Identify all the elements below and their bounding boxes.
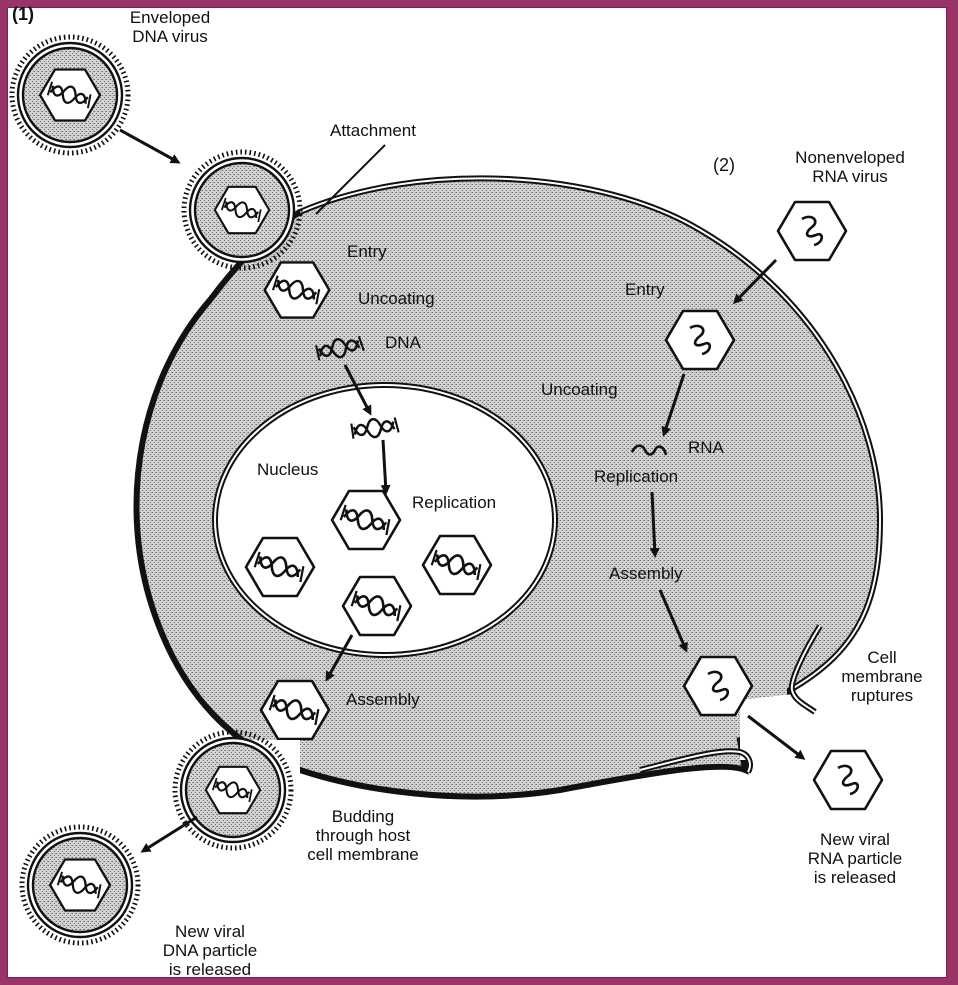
enveloped-dna-virus (12, 37, 128, 153)
arrow-to-assembly (325, 634, 354, 682)
dna-uncoating-label: Uncoating (358, 289, 435, 308)
arrow-rna-assembly (658, 589, 688, 653)
arrow-dna-to-nucleus (343, 364, 372, 416)
dna-label: DNA (385, 333, 421, 352)
rna-release-label: New viral RNA particle is released (807, 830, 903, 887)
arrow-release-dna (140, 815, 198, 853)
membrane-rupture-label: Cell membrane ruptures (841, 648, 923, 705)
rna-replication-label: Replication (594, 467, 679, 486)
dna-assembly-label: Assembly (346, 690, 420, 709)
attachment-label: Attachment (330, 121, 416, 140)
membrane-rupture (639, 624, 840, 774)
dna-entry-label: Entry (347, 242, 387, 261)
nonenveloped-rna-virus (778, 202, 846, 260)
arrow-release-rna (747, 714, 806, 760)
arrow-rna-replication (649, 491, 660, 558)
rna-entry-label: Entry (625, 280, 665, 299)
dna-release-label: New viral DNA particle is released (162, 922, 258, 979)
arrow-rna-uncoating (661, 373, 686, 437)
arrow-to-attachment (119, 128, 181, 164)
rna-label: RNA (688, 438, 724, 457)
budding-label: Budding through host cell membrane (307, 807, 419, 864)
released-dna-particle (22, 827, 138, 943)
budding-virus (175, 732, 300, 848)
rna-assembly-label: Assembly (609, 564, 683, 583)
free-rna (630, 444, 668, 456)
attachment-pointer (315, 144, 386, 215)
arrow-rna-entry (732, 258, 778, 305)
enveloped-dna-virus-label: Enveloped DNA virus (129, 8, 211, 46)
nucleus-label: Nucleus (257, 460, 319, 479)
nonenveloped-rna-virus-label: Nonenveloped RNA virus (795, 148, 905, 186)
arrow-to-replication (380, 439, 391, 495)
pathway-1-number: (1) (12, 4, 34, 24)
pathway-2-number: (2) (713, 155, 735, 175)
dna-replication-label: Replication (412, 493, 497, 512)
rna-uncoating-label: Uncoating (541, 380, 618, 399)
